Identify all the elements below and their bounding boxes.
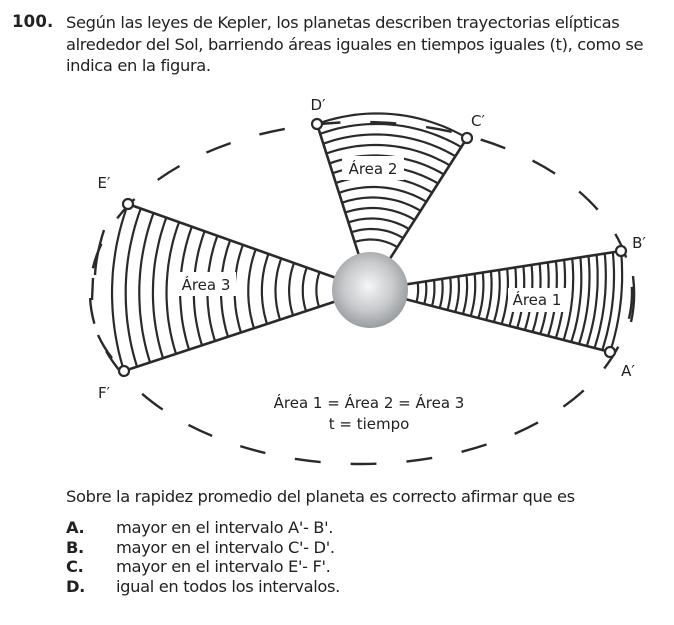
- point-a-label: A′: [621, 362, 635, 380]
- point-f-marker: [117, 364, 131, 378]
- area3-sector-arc: [138, 212, 155, 363]
- area3-sector-arc: [247, 249, 257, 329]
- area1-sector-arc: [570, 257, 583, 343]
- area3-label: Área 3: [182, 275, 231, 294]
- area2-sector-arc: [319, 122, 462, 149]
- area1-sector-arc: [477, 272, 485, 319]
- option-c-letter: C.: [66, 557, 84, 577]
- option-d-text: igual en todos los intervalos.: [116, 576, 340, 596]
- area1-sector-arc: [593, 253, 607, 349]
- equal-areas-equation: Área 1 = Área 2 = Área 3: [274, 393, 465, 412]
- option-b-text: mayor en el intervalo C'- D'.: [116, 537, 335, 557]
- area2-sector: [315, 112, 469, 291]
- area3-sector: [110, 202, 371, 373]
- area3-sector-arc: [124, 208, 142, 368]
- point-b-marker: [614, 244, 628, 258]
- area1-sector-arc: [454, 276, 460, 313]
- area1-sector-arc: [585, 254, 599, 347]
- area2-sector-arc: [326, 143, 451, 167]
- area2-sector-arc: [322, 133, 456, 158]
- answer-options: A. mayor en el intervalo A'- B'. B. mayo…: [66, 518, 340, 596]
- area1-sector-arc: [430, 279, 436, 307]
- area1-sector-arc: [415, 282, 420, 303]
- time-definition: t = tiempo: [329, 415, 410, 433]
- point-d-label: D′: [311, 96, 327, 114]
- orbit-marker: [93, 229, 106, 276]
- area1-sector-arc: [492, 269, 501, 323]
- kepler-figure: Área 2 Área 3 Área 1 D′ C′ B′ A′ E′ F′ Á…: [88, 96, 646, 466]
- question-stem: Según las leyes de Kepler, los planetas …: [66, 13, 644, 75]
- area1-sector-arc: [485, 271, 493, 321]
- area2-sector-arc: [341, 196, 422, 212]
- option-c[interactable]: C. mayor en el intervalo E'- F'.: [66, 557, 340, 577]
- area3-sector-arc: [274, 258, 283, 320]
- area2-sector-arc: [316, 112, 468, 139]
- area1-sector-arc: [500, 268, 509, 325]
- point-c-label: C′: [471, 112, 485, 130]
- option-a-text: mayor en el intervalo A'- B'.: [116, 518, 334, 538]
- area3-sector-edge: [123, 288, 371, 373]
- orbit-marker: [90, 277, 95, 301]
- area1-sector-arc: [438, 278, 444, 309]
- area2-label-bg: [342, 156, 404, 180]
- point-d-marker: [310, 117, 324, 131]
- area1-sector-arc: [446, 277, 452, 311]
- area2-label: Área 2: [349, 159, 398, 178]
- area3-sector-arc: [151, 217, 168, 359]
- point-a-marker: [603, 345, 617, 359]
- orbit-marker: [629, 275, 636, 323]
- area1-sector-arc: [423, 281, 428, 305]
- area2-sector-arc: [348, 217, 410, 230]
- area3-sector-arc: [288, 262, 296, 316]
- area1-sector-arc: [562, 258, 575, 341]
- area3-sector-edge: [127, 202, 371, 292]
- area1-sector: [369, 249, 624, 354]
- area3-sector-arc: [110, 203, 130, 372]
- area3-sector-arc: [315, 271, 321, 308]
- area1-sector-arc: [469, 273, 477, 317]
- area3-label-bg: [176, 272, 236, 296]
- option-c-text: mayor en el intervalo E'- F'.: [116, 557, 331, 577]
- area2-sector-arc: [344, 206, 416, 221]
- option-d[interactable]: D. igual en todos los intervalos.: [66, 577, 340, 597]
- option-a[interactable]: A. mayor en el intervalo A'- B'.: [66, 518, 340, 538]
- point-b-label: B′: [632, 234, 646, 252]
- orbit-path: [88, 120, 634, 466]
- answer-prompt: Sobre la rapidez promedio del planeta es…: [66, 487, 575, 506]
- option-b-letter: B.: [66, 537, 84, 557]
- area2-sector-arc: [338, 185, 427, 203]
- area1-sector-arc: [601, 252, 616, 351]
- area2-sector-arc: [351, 227, 404, 240]
- area3-sector-arc: [301, 267, 308, 312]
- area1-sector-arc: [577, 256, 591, 345]
- area1-label: Área 1: [513, 290, 562, 309]
- area1-label-bg: [508, 288, 568, 312]
- area2-sector-arc: [354, 238, 398, 249]
- elliptical-orbit: [88, 120, 634, 466]
- option-d-letter: D.: [66, 576, 85, 596]
- point-f-label: F′: [98, 384, 111, 402]
- swept-sectors: [90, 112, 636, 373]
- area3-sector-arc: [260, 253, 270, 325]
- area1-sector-arc: [608, 250, 624, 353]
- option-a-letter: A.: [66, 518, 85, 538]
- sun: [332, 252, 408, 328]
- area1-sector-arc: [461, 274, 469, 315]
- point-e-marker: [121, 197, 135, 211]
- area1-sector-edge: [369, 288, 611, 354]
- area3-sector-arc: [165, 221, 181, 355]
- orbit-marker: [96, 334, 113, 359]
- point-e-label: E′: [98, 174, 111, 192]
- area1-sector-edge: [369, 249, 622, 292]
- point-c-marker: [460, 131, 474, 145]
- option-b[interactable]: B. mayor en el intervalo C'- D'.: [66, 538, 340, 558]
- question-number: 100.: [12, 12, 54, 31]
